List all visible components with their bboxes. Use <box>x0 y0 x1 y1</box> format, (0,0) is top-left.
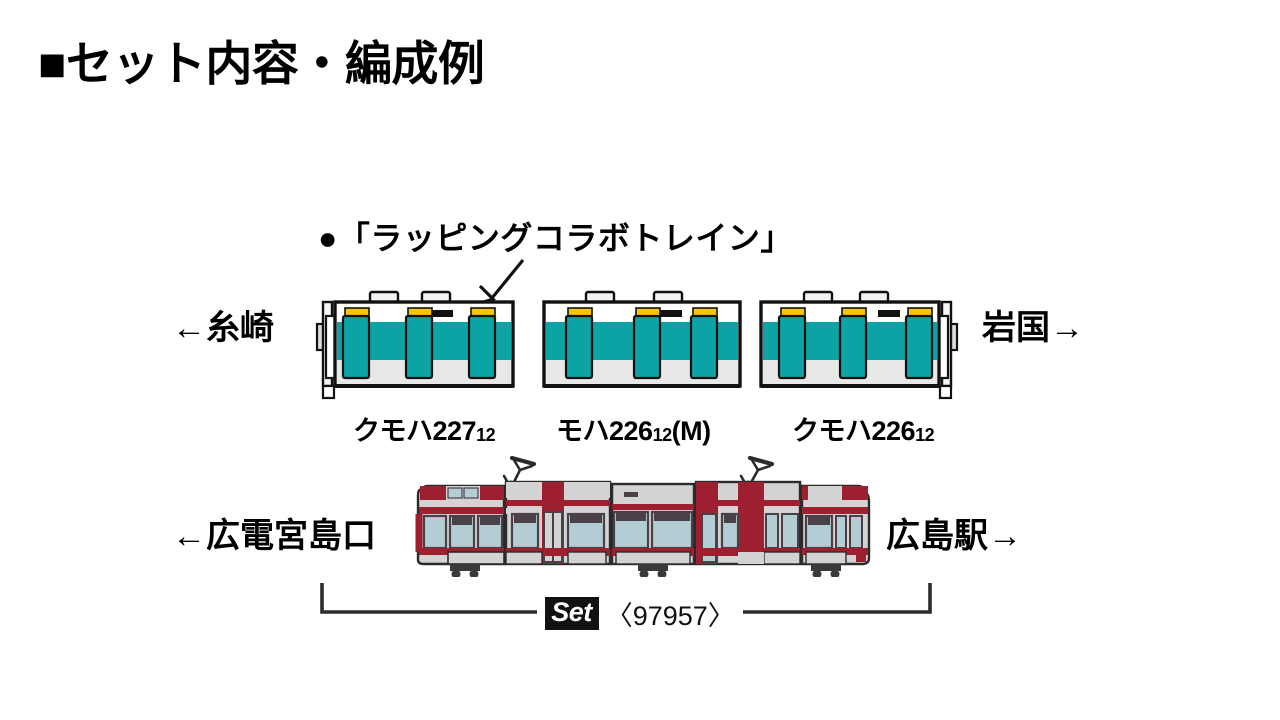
doors <box>777 307 934 380</box>
emu-car-1 <box>315 290 515 400</box>
doors <box>341 307 497 380</box>
tram-section-c <box>610 482 696 566</box>
emu-formation <box>313 288 959 400</box>
emu-car-3 <box>759 290 959 400</box>
roof-equipment <box>584 290 684 305</box>
car-label-text: モハ226 <box>556 416 653 446</box>
car-label-sub: 12 <box>915 425 935 445</box>
tram-vehicle <box>415 455 871 577</box>
car-label-text: クモハ227 <box>353 416 477 446</box>
wrapping-train-label: ●「ラッピングコラボトレイン」 <box>318 220 793 256</box>
emu-car-2 <box>542 290 742 388</box>
doors <box>564 307 719 380</box>
car-label-text: クモハ226 <box>792 416 916 446</box>
car-label-sub: 12 <box>476 425 496 445</box>
tram-section-a <box>415 484 506 566</box>
tram-section-b <box>504 480 612 566</box>
tram-section-d <box>694 480 802 566</box>
emu-car-label-3: クモハ22612 <box>792 409 935 448</box>
emu-direction-left: ←糸崎 <box>172 309 274 347</box>
bogies <box>450 564 841 577</box>
emu-car-label-1: クモハ22712 <box>353 409 496 448</box>
tram-direction-left: ←広電宮島口 <box>172 517 376 555</box>
car-label-suffix: (M) <box>671 416 711 446</box>
tram-direction-right: 広島駅→ <box>886 517 1022 555</box>
cab-front <box>315 300 339 400</box>
roof-equipment <box>368 290 452 305</box>
tram-section-e <box>800 484 871 566</box>
car-label-sub: 12 <box>652 425 673 445</box>
page-title: ■セット内容・編成例 <box>38 37 485 90</box>
emu-car-label-2: モハ22612(M) <box>556 409 711 448</box>
roof-equipment <box>802 290 890 305</box>
set-bracket <box>320 583 932 614</box>
emu-direction-right: 岩国→ <box>982 309 1084 347</box>
